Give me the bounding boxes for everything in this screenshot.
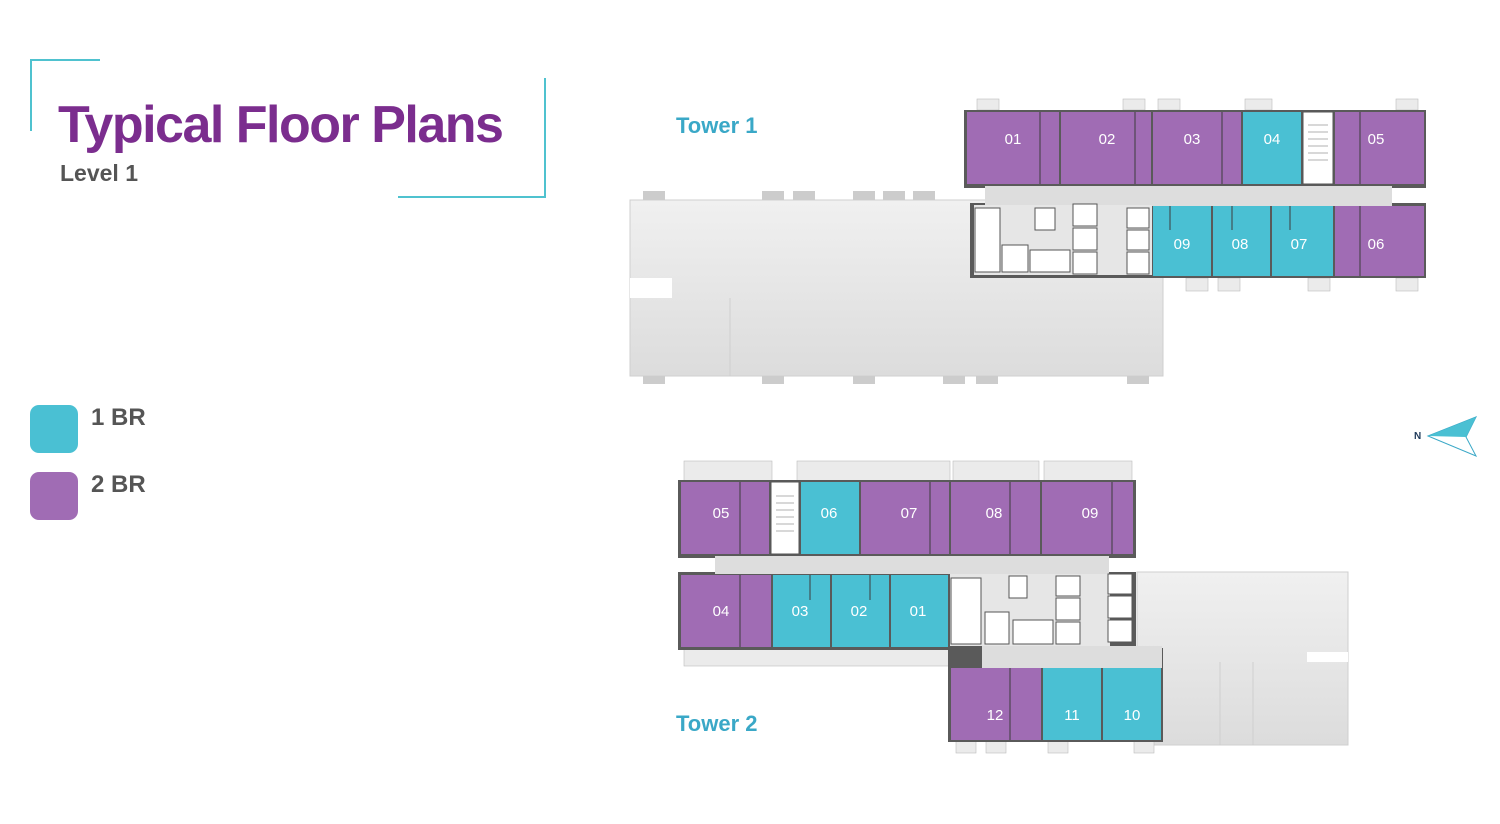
- tower-2-unit-04: 04: [681, 575, 771, 647]
- unit-number: 02: [1099, 131, 1116, 148]
- unit-number: 06: [1368, 236, 1385, 253]
- title-frame-top-left: [30, 59, 100, 131]
- north-arrow-icon: [1426, 416, 1478, 457]
- tower-1-unit-02: 02: [1061, 112, 1151, 184]
- unit-number: 08: [1232, 236, 1249, 253]
- tower-2-units: 05 06 07 08 09 04 03 02: [681, 482, 1161, 740]
- legend-swatch-2br: [30, 472, 78, 520]
- legend-item-2br: 2 BR: [30, 471, 146, 520]
- tower-2-unit-10: 10: [1103, 668, 1161, 740]
- unit-number: 04: [713, 603, 730, 620]
- unit-number: 12: [987, 707, 1004, 724]
- unit-number: 10: [1124, 707, 1141, 724]
- tower-1-unit-09: 09: [1153, 206, 1211, 276]
- unit-number: 07: [1291, 236, 1308, 253]
- unit-number: 01: [910, 603, 927, 620]
- tower-2-unit-07: 07: [861, 482, 949, 554]
- tower-1-unit-08: 08: [1213, 206, 1270, 276]
- unit-number: 07: [901, 505, 918, 522]
- legend-label-2br: 2 BR: [91, 471, 146, 498]
- tower-2-unit-05: 05: [681, 482, 769, 554]
- page-title: Typical Floor Plans: [58, 96, 504, 154]
- unit-number: 03: [1184, 131, 1201, 148]
- title-frame-bottom-right: [398, 78, 546, 198]
- unit-number: 09: [1082, 505, 1099, 522]
- tower-2-unit-08: 08: [951, 482, 1040, 554]
- unit-number: 05: [713, 505, 730, 522]
- tower-2-unit-11: 11: [1043, 668, 1101, 740]
- tower-2-unit-03: 03: [773, 575, 830, 647]
- compass-label: N: [1414, 431, 1422, 442]
- unit-number: 02: [851, 603, 868, 620]
- tower-2-unit-01: 01: [891, 575, 948, 647]
- unit-number: 05: [1368, 131, 1385, 148]
- tower-1-label: Tower 1: [676, 113, 758, 138]
- legend-label-1br: 1 BR: [91, 404, 146, 431]
- tower-2-unit-02: 02: [832, 575, 889, 647]
- legend-item-1br: 1 BR: [30, 404, 146, 453]
- tower-1-unit-03: 03: [1153, 112, 1241, 184]
- tower-1-unit-04: 04: [1243, 112, 1301, 184]
- tower-1-unit-07: 07: [1272, 206, 1333, 276]
- tower-1-unit-01: 01: [967, 112, 1059, 184]
- tower-2-unit-12: 12: [951, 668, 1041, 740]
- unit-number: 11: [1064, 707, 1080, 724]
- unit-number: 08: [986, 505, 1003, 522]
- tower-1-unit-05: 05: [1335, 112, 1424, 184]
- tower-1-unit-06: 06: [1335, 206, 1424, 276]
- unit-number: 03: [792, 603, 809, 620]
- tower-2-unit-06: 06: [801, 482, 859, 554]
- tower-1-units: 01 02 03 04 05 06 07 08: [967, 112, 1424, 276]
- unit-number: 09: [1174, 236, 1191, 253]
- unit-number: 04: [1264, 131, 1281, 148]
- unit-number: 01: [1005, 131, 1022, 148]
- tower-2-unit-09: 09: [1042, 482, 1133, 554]
- legend-swatch-1br: [30, 405, 78, 453]
- tower-2-label: Tower 2: [676, 711, 758, 736]
- unit-number: 06: [821, 505, 838, 522]
- page-subtitle: Level 1: [60, 160, 138, 186]
